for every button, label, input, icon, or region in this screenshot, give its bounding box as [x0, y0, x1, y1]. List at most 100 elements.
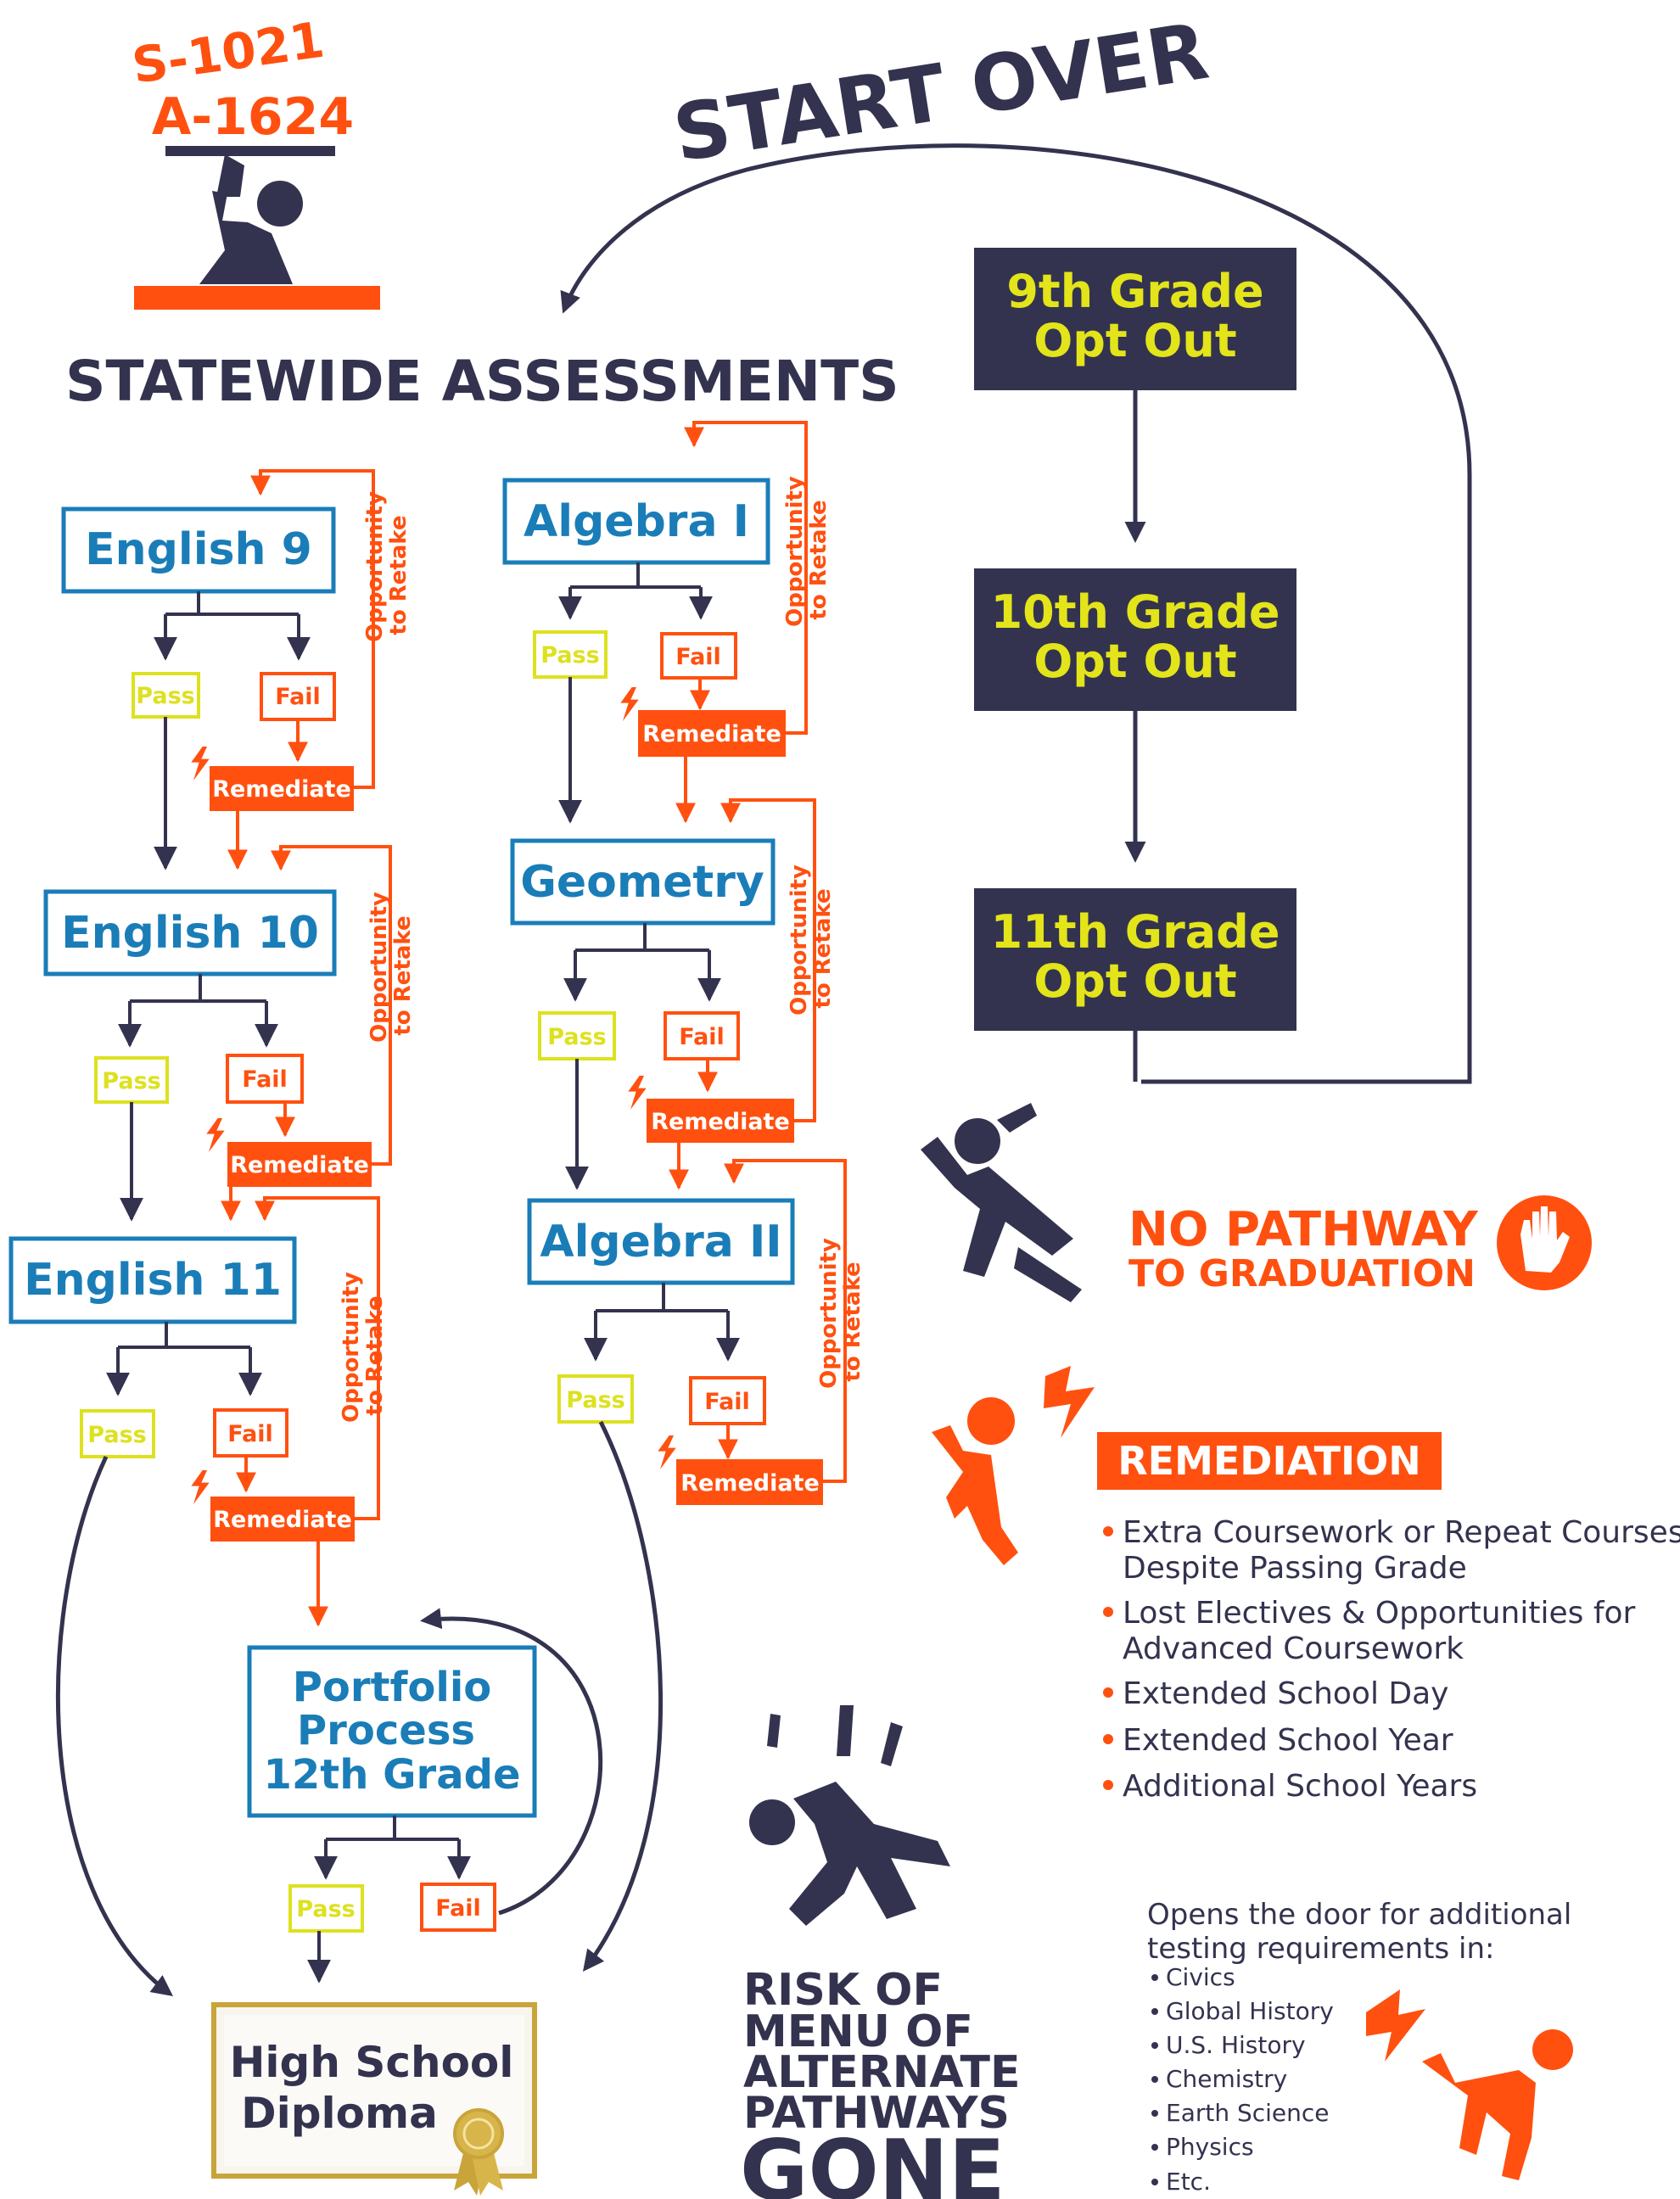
english-11-box [8, 1236, 297, 1324]
english-11-pass [80, 1409, 155, 1458]
english-9-box [61, 506, 336, 594]
testing-subjects-list: Civics Global History U.S. History Chemi… [1151, 1963, 1334, 2196]
english-9-fail [260, 672, 336, 721]
testing-subject-3: U.S. History [1166, 2031, 1306, 2059]
geometry-box [510, 838, 776, 926]
remediation-title-box [1097, 1432, 1442, 1490]
geometry-remediate-label: Remediate [651, 1109, 790, 1135]
algebra-2-remediate [676, 1459, 823, 1505]
no-pathway-line2: TO GRADUATION [1128, 1252, 1476, 1295]
algebra-1-pass-label: Pass [540, 642, 599, 669]
algebra-pass-to-diploma-arrow [582, 1420, 664, 1972]
no-pathway-line1: NO PATHWAY [1128, 1202, 1479, 1257]
portfolio-fail-label: Fail [435, 1895, 481, 1922]
english-11-retake-line2: to Retake [362, 1295, 388, 1415]
algebra-2-pass [557, 1374, 634, 1424]
english-10-remediate-label: Remediate [230, 1152, 369, 1178]
english-pass-to-diploma-arrow [55, 1455, 173, 1997]
bill-numbers: S-1021 A-1624 [129, 11, 355, 147]
algebra-2-retake-line1: Opportunity [816, 1238, 842, 1389]
portfolio-pass [288, 1884, 364, 1933]
geometry-pass-label: Pass [547, 1024, 606, 1050]
opt-out-grade-9-line2: Opt Out [1033, 314, 1236, 367]
stop-hand-icon [1497, 1195, 1592, 1290]
english-10-pass-label: Pass [102, 1068, 160, 1094]
diploma-line2: Diploma [241, 2089, 438, 2138]
algebra-1-label: Algebra I [524, 496, 749, 547]
bill-senate-number: S-1021 [129, 11, 328, 95]
english-11-label: English 11 [24, 1255, 282, 1306]
english-10-retake-line2: to Retake [390, 915, 416, 1035]
algebra-1-retake-line1: Opportunity [782, 476, 808, 627]
opt-out-grade-11-line1: 11th Grade [991, 905, 1280, 959]
falling-person-icon [921, 1103, 1082, 1302]
testing-subject-2: Global History [1166, 1997, 1334, 2025]
start-over-label: START OVER [668, 6, 1214, 180]
english-9-pass-label: Pass [136, 683, 194, 709]
lightning-bolt-icon [191, 1470, 210, 1504]
testing-subject-1: Civics [1166, 1963, 1235, 1991]
portfolio-box [247, 1645, 537, 1818]
english-11-fail [213, 1408, 288, 1458]
geometry-retake-line2: to Retake [810, 888, 836, 1008]
opt-out-grade-11-line2: Opt Out [1033, 954, 1236, 1008]
english-11-retake-loop [255, 1196, 380, 1520]
english-9-remediate-label: Remediate [212, 776, 351, 803]
opt-out-grade-10: 10th Grade Opt Out [974, 568, 1296, 711]
geometry-remediate [647, 1099, 794, 1143]
remediation-item-4: Extended School Year [1123, 1723, 1453, 1758]
risk-line5: GONE [740, 2123, 1005, 2199]
lightning-bolt-icon [206, 1118, 225, 1152]
remediation-item-3: Extended School Day [1123, 1676, 1448, 1711]
geometry-fail-label: Fail [679, 1024, 725, 1050]
lightning-bolt-icon [628, 1076, 647, 1110]
testing-subject-4: Chemistry [1166, 2065, 1287, 2093]
portfolio-line2: Process [297, 1707, 475, 1754]
english-10-pass [94, 1056, 169, 1104]
testing-stressed-person-icon [1366, 1989, 1573, 2180]
algebra-2-pass-label: Pass [566, 1387, 624, 1413]
geometry-retake-loop [720, 798, 816, 1122]
english-11-retake-line1: Opportunity [339, 1272, 364, 1423]
diploma-line1: High School [230, 2038, 514, 2087]
remediation-title: REMEDIATION [1117, 1438, 1420, 1484]
algebra-2-box [527, 1198, 795, 1285]
testing-intro-line2: testing requirements in: [1147, 1932, 1494, 1966]
testing-intro-line1: Opens the door for additional [1147, 1898, 1571, 1932]
english-9-label: English 9 [85, 524, 312, 575]
diploma: High School Diploma [211, 2002, 537, 2196]
remediation-item-2-line2: Advanced Coursework [1123, 1631, 1464, 1666]
testing-subject-5: Earth Science [1166, 2099, 1330, 2127]
algebra-1-retake-line2: to Retake [806, 500, 832, 619]
remediation-item-1-line1: Extra Coursework or Repeat Courses [1123, 1515, 1680, 1550]
stressed-person-icon [932, 1366, 1095, 1565]
portfolio-pass-label: Pass [296, 1896, 355, 1922]
english-11-fail-label: Fail [227, 1421, 273, 1447]
statewide-assessments-heading: STATEWIDE ASSESSMENTS [65, 349, 899, 414]
english-9-retake-line2: to Retake [386, 515, 412, 635]
remediation-item-2-line1: Lost Electives & Opportunities for [1123, 1596, 1636, 1631]
portfolio-line1: Portfolio [293, 1664, 492, 1711]
english-9-pass [132, 672, 200, 719]
english-11-remediate [210, 1497, 355, 1542]
geometry-pass [538, 1011, 616, 1060]
algebra-2-fail-label: Fail [704, 1389, 750, 1415]
geometry-label: Geometry [520, 857, 764, 908]
english-10-box [43, 889, 337, 976]
algebra-1-remediate [638, 710, 786, 757]
opt-out-grade-10-line2: Opt Out [1033, 635, 1236, 688]
algebra-2-remediate-label: Remediate [680, 1470, 820, 1497]
portfolio-fail [420, 1883, 496, 1932]
remediation-item-5: Additional School Years [1123, 1769, 1477, 1804]
lightning-bolt-icon [658, 1435, 676, 1469]
english-10-label: English 10 [61, 908, 319, 959]
opt-out-grade-10-line1: 10th Grade [991, 585, 1280, 639]
algebra-2-label: Algebra II [540, 1217, 781, 1267]
english-10-fail [226, 1054, 304, 1104]
english-10-fail-label: Fail [242, 1066, 288, 1093]
risk-line4: PATHWAYS [743, 2088, 1010, 2139]
testing-subject-6: Physics [1166, 2133, 1254, 2161]
opt-out-grade-9-line1: 9th Grade [1006, 265, 1263, 318]
english-9-retake-loop [250, 469, 375, 789]
